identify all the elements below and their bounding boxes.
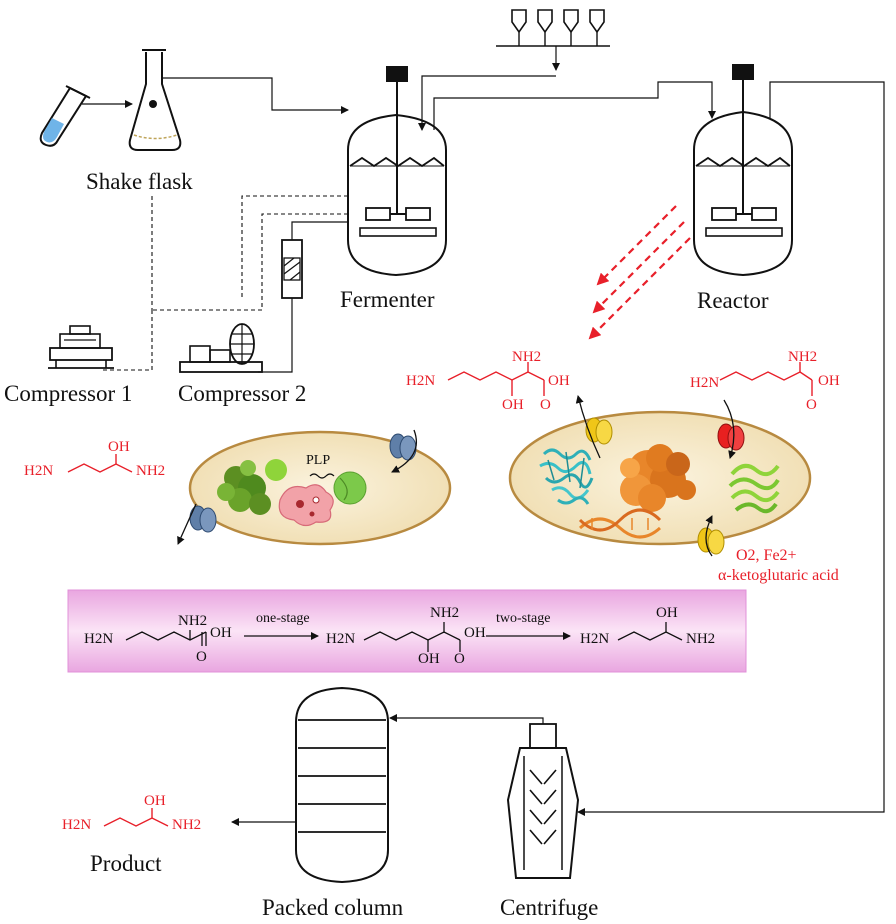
reactor-zoom-arrows xyxy=(588,205,691,340)
hydroxylysine-red-structure xyxy=(447,362,545,396)
packed-column-icon xyxy=(295,686,389,884)
hydroxyl-group-label: OH xyxy=(818,373,840,389)
step-two-label: two-stage xyxy=(496,611,551,626)
green-enzyme-icon xyxy=(728,463,780,514)
red-transporter-icon xyxy=(717,423,745,451)
compressor-2-icon xyxy=(179,323,263,373)
compressor-1-label: Compressor 1 xyxy=(4,381,133,406)
amine-group-label: H2N xyxy=(406,373,436,389)
green-enzyme-cluster xyxy=(217,460,271,515)
pink-cell-icon xyxy=(278,484,334,527)
hydroxyl-group-label: OH xyxy=(548,373,570,389)
amine-group-label: NH2 xyxy=(788,349,818,365)
amine-group-label: NH2 xyxy=(172,817,202,833)
transporter-icon xyxy=(389,433,417,461)
fermenter-vessel xyxy=(347,66,447,277)
test-tube-icon xyxy=(39,85,91,147)
hydroxyl-group-label: OH xyxy=(144,793,166,809)
hydroxyl-group-label: OH xyxy=(418,651,440,667)
fermenter-to-reactor-line xyxy=(433,81,716,130)
air-filter-icon xyxy=(258,221,348,373)
inputs-ketoglutarate: α-ketoglutaric acid xyxy=(718,567,839,584)
dna-helix-icon xyxy=(578,508,662,539)
compressor-2-label: Compressor 2 xyxy=(178,381,307,406)
centrifuge-icon xyxy=(506,723,580,879)
reactor-label: Reactor xyxy=(697,288,769,313)
amine-group-label: H2N xyxy=(24,463,54,479)
hydroxyl-group-label: OH xyxy=(210,625,232,641)
lysine-red-structure xyxy=(719,362,813,396)
amine-group-label: H2N xyxy=(326,631,356,647)
centrifuge-to-column-line xyxy=(389,714,544,724)
carbonyl-oxygen-label: O xyxy=(454,651,465,667)
centrifuge-label: Centrifuge xyxy=(500,895,599,920)
hydroxyl-group-label: OH xyxy=(502,397,524,413)
reactor-to-centrifuge-line xyxy=(577,81,885,816)
feed-manifold xyxy=(496,9,610,71)
product-diamine-structure xyxy=(103,808,169,827)
green-sphere xyxy=(333,471,367,505)
yellow-transporter-icon xyxy=(697,527,725,555)
product-label: Product xyxy=(90,851,162,876)
amine-group-label: NH2 xyxy=(178,613,208,629)
amine-group-label: NH2 xyxy=(136,463,166,479)
amine-group-label: NH2 xyxy=(430,605,460,621)
fermenter-label: Fermenter xyxy=(340,287,435,312)
compressor-1-icon xyxy=(48,325,114,369)
amine-group-label: H2N xyxy=(580,631,610,647)
amine-group-label: H2N xyxy=(62,817,92,833)
packed-column-label: Packed column xyxy=(262,895,404,920)
flask-to-fermenter-line xyxy=(162,77,349,114)
yellow-transporter-icon xyxy=(585,417,613,445)
left-cell xyxy=(177,429,452,546)
pathway-banner xyxy=(67,589,747,673)
amine-group-label: NH2 xyxy=(512,349,542,365)
inputs-oxygen-iron: O2, Fe2+ xyxy=(736,547,797,564)
hydroxyl-group-label: OH xyxy=(108,439,130,455)
plp-label: PLP xyxy=(306,453,331,468)
orange-enzyme-icon xyxy=(620,444,696,512)
amine-group-label: H2N xyxy=(690,375,720,391)
cyan-enzyme-icon xyxy=(539,448,594,505)
hydroxyl-group-label: OH xyxy=(464,625,486,641)
right-cell xyxy=(508,395,812,557)
green-sphere xyxy=(265,459,287,481)
reactor-vessel xyxy=(693,64,793,277)
amine-group-label: NH2 xyxy=(686,631,716,647)
left-diamine-structure xyxy=(67,454,133,473)
air-lines xyxy=(100,195,348,371)
carbonyl-oxygen-label: O xyxy=(196,649,207,665)
shake-flask-label: Shake flask xyxy=(86,169,193,194)
hydroxyl-group-label: OH xyxy=(656,605,678,621)
amine-group-label: H2N xyxy=(84,631,114,647)
feed-to-fermenter-line xyxy=(418,75,556,131)
shake-flask-icon xyxy=(128,49,182,151)
transporter-icon xyxy=(189,505,217,533)
carbonyl-oxygen-label: O xyxy=(806,397,817,413)
carbonyl-oxygen-label: O xyxy=(540,397,551,413)
step-one-label: one-stage xyxy=(256,611,310,626)
